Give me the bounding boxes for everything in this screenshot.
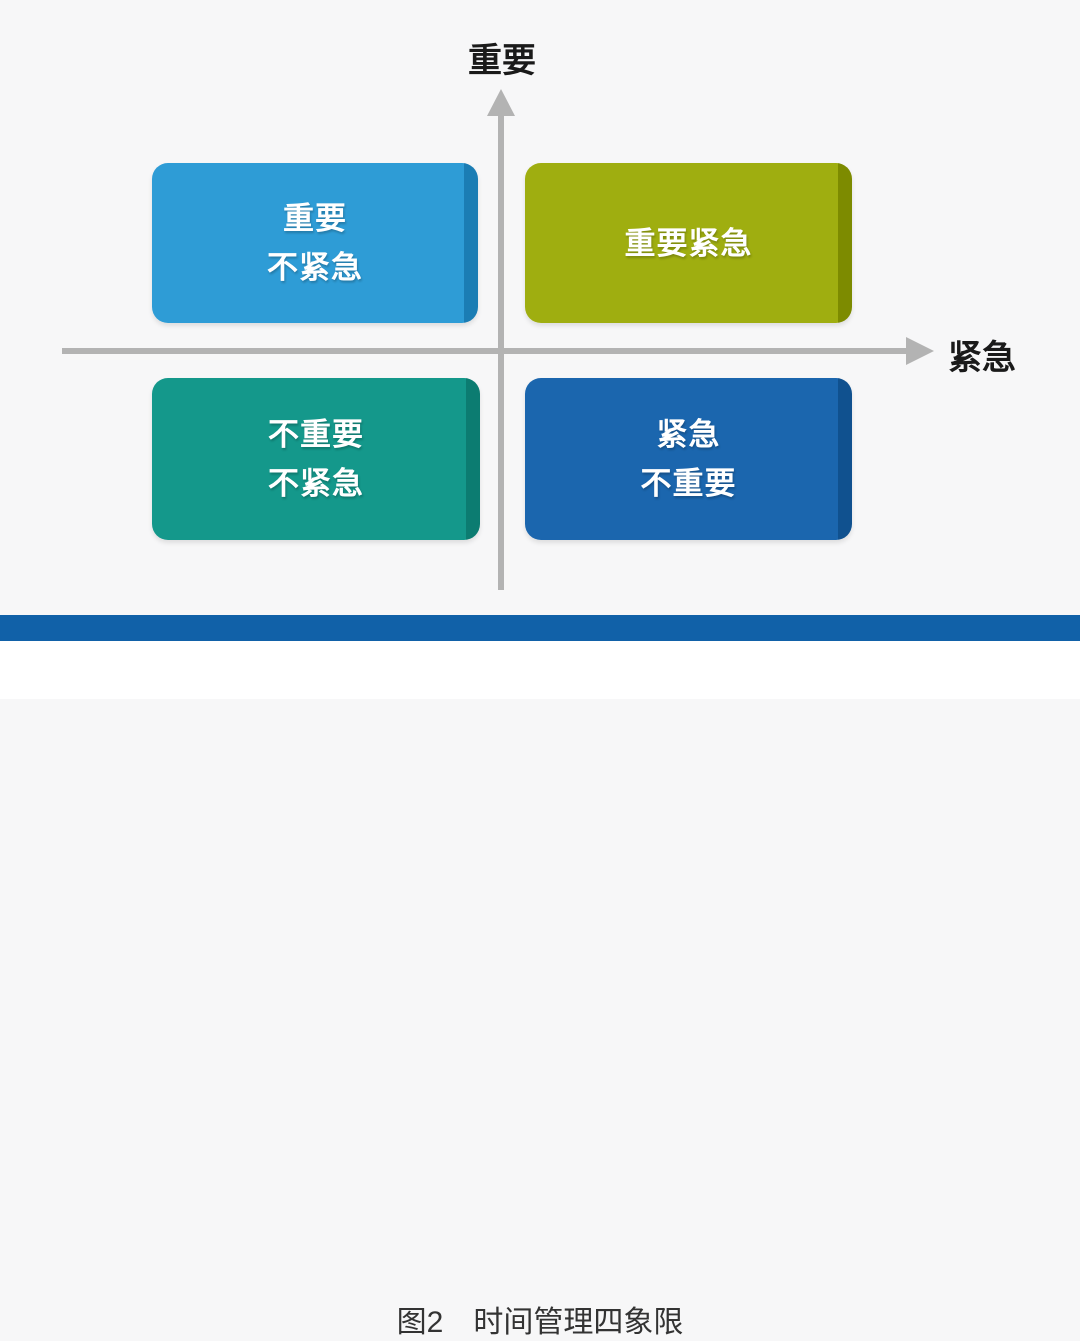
figure-caption: 图2 时间管理四象限 (396, 1306, 684, 1339)
divider-bar (0, 615, 1080, 641)
caption-area: 图2 时间管理四象限 (0, 641, 1080, 1339)
quadrant-label-line: 重要紧急 (624, 225, 753, 261)
quadrant-label-line: 重要 (283, 201, 347, 236)
quadrant-label-line: 不紧急 (267, 250, 363, 285)
y-axis-arrowhead-icon (487, 89, 515, 116)
x-axis-line (62, 348, 908, 354)
quadrant-important-urgent: 重要紧急 (525, 163, 852, 323)
quadrant-urgent-not-important: 紧急 不重要 (525, 378, 852, 540)
quadrant-important-not-urgent: 重要 不紧急 (152, 163, 478, 323)
y-axis-label: 重要 (468, 42, 536, 80)
quadrant-label-line: 不重要 (640, 466, 737, 501)
quadrant-diagram: 重要 紧急 重要 不紧急 重要紧急 不重要 不紧急 紧急 不重要 图2 时间管理… (0, 42, 1080, 1339)
quadrant-label-line: 紧急 (656, 417, 721, 452)
x-axis-label: 紧急 (948, 339, 1016, 377)
quadrant-not-important-not-urgent: 不重要 不紧急 (152, 378, 480, 540)
x-axis-arrowhead-icon (906, 337, 934, 365)
quadrant-label-line: 不紧急 (268, 466, 364, 501)
quadrant-label-line: 不重要 (268, 417, 364, 452)
